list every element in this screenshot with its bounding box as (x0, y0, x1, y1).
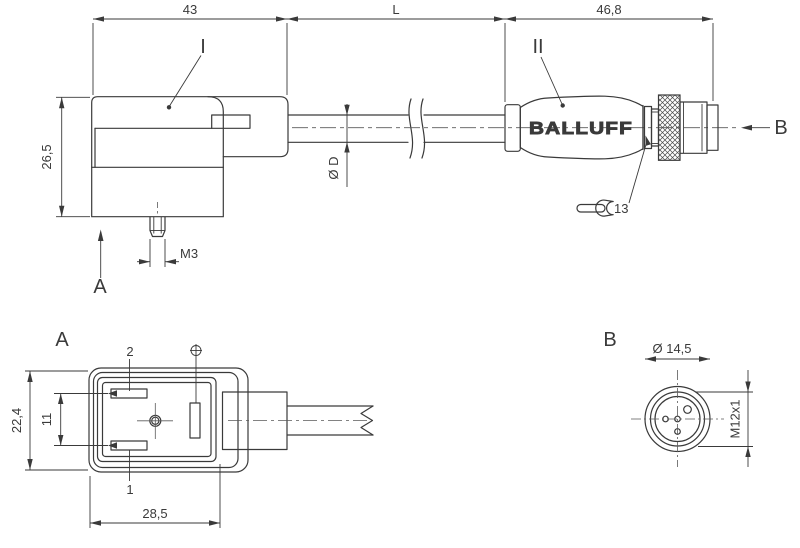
dim-cable-diameter-label: Ø D (326, 156, 341, 179)
dim-L-label: L (392, 2, 399, 17)
dim-11: 11 (39, 393, 108, 446)
view-a-direction-arrow: A (93, 229, 107, 298)
dim-43-label: 43 (183, 2, 197, 17)
keying-notch (683, 405, 692, 414)
dim-46-8-label: 46,8 (596, 2, 621, 17)
dim-22-4: 22,4 (9, 370, 88, 471)
dim-m12x1-label: M12x1 (728, 399, 743, 438)
dim-11-label: 11 (39, 413, 54, 427)
m3-stud (149, 202, 166, 238)
earth-ground-callout (190, 344, 202, 403)
ground-slot (189, 402, 201, 439)
view-b-arrow-label: B (774, 117, 787, 139)
view-b-face (631, 370, 724, 467)
center-screw (137, 403, 173, 439)
dim-14-5-label: Ø 14,5 (652, 341, 691, 356)
earth-ground-icon (190, 344, 202, 357)
view-a-arrow-label: A (93, 276, 107, 298)
dim-43-L-46-8: 43 L 46,8 (92, 2, 714, 102)
dim-22-4-label: 22,4 (9, 408, 24, 433)
dim-m12x1: M12x1 (695, 370, 753, 467)
view-a-cable-stub (221, 391, 374, 451)
dim-m3: M3 (137, 239, 198, 267)
view-b-title: B (603, 329, 616, 351)
label-I-text: I (200, 36, 206, 58)
wrench-icon (576, 199, 614, 217)
front-view-a: A 2 (9, 329, 374, 528)
cable-break-end-icon (360, 405, 374, 436)
valve-connector-body-I (91, 96, 289, 238)
pin-2-callout: 2 (126, 344, 134, 391)
dim-28-5-label: 28,5 (142, 506, 167, 521)
m12-connector-body-II: BALLUFF (504, 94, 719, 161)
dim-cable-diameter: Ø D (326, 104, 350, 187)
dim-28-5: 28,5 (89, 464, 221, 528)
pin-slot-2 (108, 388, 148, 399)
side-view: 43 L 46,8 26,5 (39, 2, 788, 298)
knurled-nut (657, 94, 681, 161)
part-label-I: I (166, 36, 206, 110)
pin-1-label: 1 (126, 482, 133, 497)
cable-break-icon (408, 98, 426, 159)
pin-2-label: 2 (126, 344, 133, 359)
front-view-b: B Ø 14,5 M12x1 (603, 329, 753, 467)
dim-m3-label: M3 (180, 246, 198, 261)
pin-slot-1 (108, 440, 148, 451)
view-a-title: A (55, 329, 69, 351)
dim-26-5: 26,5 (39, 96, 90, 218)
brand-logo-text: BALLUFF (529, 118, 633, 138)
dim-14-5: Ø 14,5 (645, 341, 710, 362)
view-a-housing (88, 367, 249, 473)
pin-1-callout: 1 (126, 450, 134, 497)
dim-26-5-label: 26,5 (39, 144, 54, 169)
label-II-text: II (532, 36, 543, 58)
wrench-size-label: 13 (614, 201, 628, 216)
wrench-size-callout: 13 (576, 135, 651, 217)
view-b-direction-arrow: B (741, 117, 788, 139)
part-label-II: II (532, 36, 565, 108)
